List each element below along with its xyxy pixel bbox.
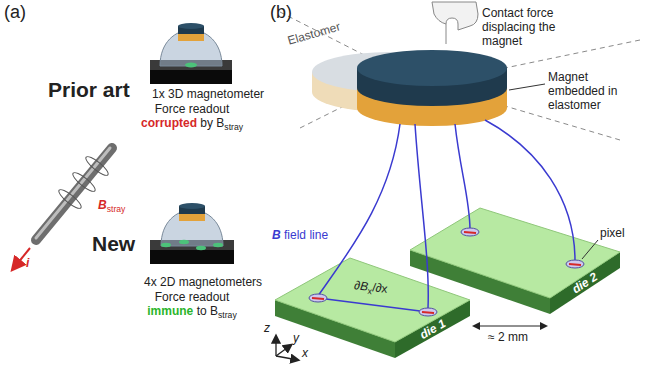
label-group: i — [26, 256, 29, 270]
text-label: New — [92, 232, 135, 255]
text-label: Force readout — [155, 290, 230, 304]
text-label: Elastomer — [286, 19, 342, 47]
label-group: Bstray — [98, 198, 125, 216]
text-label: z — [264, 321, 270, 335]
text-label: field line — [284, 228, 328, 242]
label-group: ∂Bx/∂x — [353, 278, 389, 300]
text-label: B — [272, 228, 281, 242]
text-label: corrupted — [141, 116, 197, 130]
sensor-new — [150, 203, 234, 264]
label-group: y — [293, 331, 299, 345]
text-label: pixel — [600, 226, 625, 240]
label-group: Contact force displacing the magnet — [482, 6, 594, 48]
label-group: Magnet embedded in elastomer — [548, 70, 648, 112]
text-label: y — [293, 331, 299, 345]
label-group: pixel — [600, 226, 625, 240]
label-group: (b) — [270, 2, 292, 22]
finger-icon — [432, 2, 478, 44]
text-label: ∂B — [353, 278, 369, 294]
leader-line — [582, 240, 598, 259]
text-label: by B — [200, 116, 224, 130]
text-label: B — [98, 198, 107, 212]
text-label: 1x 3D magnetometer — [152, 87, 264, 101]
text-label: to B — [197, 304, 218, 318]
pixels — [309, 228, 584, 316]
text-label: Magnet embedded in elastomer — [548, 70, 617, 112]
text-label: stray — [224, 122, 243, 132]
dimension-line — [474, 326, 546, 327]
label-group: z — [264, 321, 270, 335]
text-label: x — [302, 346, 308, 360]
label-group: 4x 2D magnetometers — [144, 275, 262, 289]
label-group: 1x 3D magnetometer — [152, 87, 264, 101]
text-label: Force readout — [155, 102, 230, 116]
text-label: i — [26, 256, 29, 270]
label-group: Elastomer — [286, 19, 342, 47]
leader-line — [509, 84, 545, 90]
text-label: ≈ 2 mm — [488, 330, 528, 344]
text-label: Contact force displacing the magnet — [482, 6, 555, 48]
label-group: Bfield line — [272, 228, 328, 242]
text-label: stray — [218, 310, 237, 320]
text-label: (a) — [4, 2, 26, 22]
label-group: Prior art — [48, 78, 130, 102]
label-group: Force readoutcorruptedby Bstray — [128, 102, 256, 134]
text-label: Prior art — [48, 78, 130, 101]
label-group: New — [92, 232, 135, 256]
label-group: x — [302, 346, 308, 360]
text-label: (b) — [270, 2, 292, 22]
label-group: (a) — [4, 2, 26, 22]
label-group: Force readoutimmune to Bstray — [128, 290, 256, 322]
plane-lines — [280, 12, 640, 140]
label-group: ≈ 2 mm — [488, 330, 528, 344]
field-lines — [318, 120, 575, 311]
magnet — [312, 50, 507, 126]
sensor-prior — [150, 23, 232, 84]
text-label: immune — [147, 304, 193, 318]
text-label: /∂x — [372, 280, 389, 296]
text-label: 4x 2D magnetometers — [144, 275, 262, 289]
text-label: stray — [107, 204, 126, 214]
